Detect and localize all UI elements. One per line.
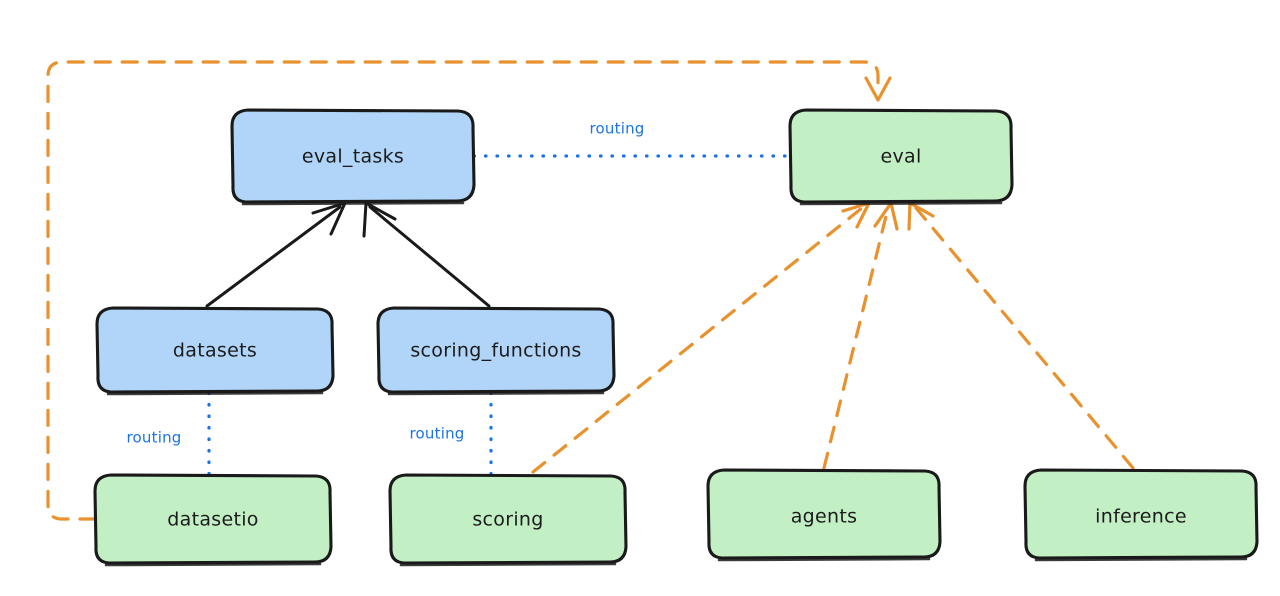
edge-path-agents-eval bbox=[822, 206, 890, 470]
edge-path-datasets-eval-tasks bbox=[205, 205, 342, 308]
node-datasets[interactable]: datasets bbox=[95, 306, 335, 396]
node-agents-label: agents bbox=[791, 506, 858, 528]
node-eval-label: eval bbox=[880, 146, 921, 168]
edge-scoring-functions-to-eval-tasks bbox=[362, 201, 491, 308]
node-datasetio[interactable]: datasetio bbox=[93, 473, 333, 567]
edges-layer bbox=[46, 60, 1135, 521]
node-scoring-functions[interactable]: scoring_functions bbox=[376, 306, 616, 396]
edge-datasetio-to-eval bbox=[46, 60, 892, 521]
node-eval-tasks-underline bbox=[241, 201, 465, 206]
node-eval-underline bbox=[799, 201, 1003, 206]
edge-path-scoring-functions-eval-tasks bbox=[368, 205, 491, 308]
node-inference-label: inference bbox=[1095, 506, 1187, 528]
node-scoring-shape bbox=[388, 473, 628, 565]
node-scoring-underline bbox=[399, 562, 617, 567]
node-agents[interactable]: agents bbox=[706, 468, 942, 562]
edge-datasets-to-eval-tasks bbox=[205, 201, 347, 308]
node-eval[interactable]: eval bbox=[788, 108, 1014, 206]
node-datasetio-label: datasetio bbox=[167, 509, 258, 531]
node-eval-tasks[interactable]: eval_tasks bbox=[230, 108, 476, 206]
edge-label-routing-eval-tasks-eval: routing bbox=[590, 120, 645, 138]
node-scoring-label: scoring bbox=[472, 509, 543, 531]
node-inference-underline bbox=[1034, 557, 1248, 562]
edge-label-routing-datasets-datasetio: routing bbox=[127, 429, 182, 447]
edge-path-datasetio-eval bbox=[46, 60, 880, 521]
node-scoring-functions-shape bbox=[376, 306, 616, 394]
node-datasets-shape bbox=[95, 306, 335, 394]
node-scoring-functions-underline bbox=[387, 391, 605, 396]
edge-agents-to-eval bbox=[822, 201, 899, 470]
edge-path-scoring-eval bbox=[531, 206, 864, 474]
edge-inference-to-eval bbox=[907, 201, 1135, 470]
node-agents-underline bbox=[717, 557, 931, 562]
nodes-layer: eval_tasks eval datasets scoring_functio… bbox=[93, 108, 1259, 567]
arrowhead-scoring-eval bbox=[841, 201, 871, 229]
node-inference-shape bbox=[1023, 468, 1259, 560]
node-scoring-functions-label: scoring_functions bbox=[410, 340, 581, 362]
node-agents-shape bbox=[706, 468, 942, 560]
arrowhead-scoring-functions-eval-tasks bbox=[362, 201, 397, 238]
arrowhead-datasetio-eval bbox=[864, 76, 892, 102]
node-inference[interactable]: inference bbox=[1023, 468, 1259, 562]
node-datasets-label: datasets bbox=[173, 340, 257, 362]
node-datasetio-underline bbox=[104, 562, 322, 567]
node-eval-tasks-label: eval_tasks bbox=[302, 146, 404, 168]
edge-path-inference-eval bbox=[914, 206, 1135, 470]
node-eval-tasks-shape bbox=[230, 108, 476, 204]
node-datasets-underline bbox=[106, 391, 324, 396]
edge-label-routing-scoring-functions-scoring: routing bbox=[410, 425, 465, 443]
node-scoring[interactable]: scoring bbox=[388, 473, 628, 567]
edge-labels-layer: routing routing routing bbox=[127, 120, 645, 447]
node-datasetio-shape bbox=[93, 473, 333, 565]
node-eval-shape bbox=[788, 108, 1014, 204]
